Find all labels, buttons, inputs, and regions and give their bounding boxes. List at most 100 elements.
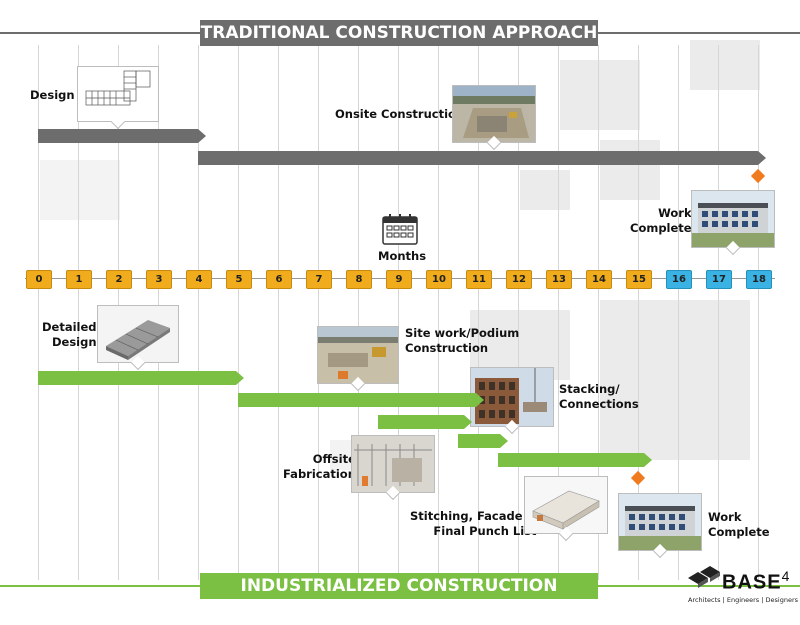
gridline <box>318 45 319 580</box>
factory-photo <box>352 436 434 492</box>
industrialized-bar-5 <box>498 453 652 467</box>
month-tick-1: 1 <box>66 270 92 289</box>
month-tick-9: 9 <box>386 270 412 289</box>
offsite-fabrication-label: Offsite Fabrication <box>283 452 356 482</box>
offsite-line-2: Fabrication <box>283 467 356 481</box>
offsite-fabrication-photo <box>351 435 435 493</box>
gridline <box>598 45 599 580</box>
month-tick-8: 8 <box>346 270 372 289</box>
completed-building-photo <box>619 494 701 550</box>
logo-superscript: 4 <box>781 568 791 584</box>
sitework-line-2: Construction <box>405 341 489 355</box>
gridline <box>238 45 239 580</box>
complete-line-1: Work <box>708 510 742 524</box>
gridline <box>758 45 759 580</box>
background-square <box>560 60 640 130</box>
stitching-line-2: Final Punch List <box>433 524 537 538</box>
stacking-line-1: Stacking/ <box>559 382 620 396</box>
background-square <box>520 170 570 210</box>
month-tick-11: 11 <box>466 270 492 289</box>
stitching-line-1: Stitching, Facade & <box>410 509 537 523</box>
month-tick-10: 10 <box>426 270 452 289</box>
stitching-image <box>524 476 608 534</box>
background-square <box>600 140 660 200</box>
gridline <box>518 45 519 580</box>
month-tick-3: 3 <box>146 270 172 289</box>
onsite-construction-photo <box>452 85 536 143</box>
background-square <box>40 160 120 220</box>
traditional-banner: TRADITIONAL CONSTRUCTION APPROACH <box>200 20 598 46</box>
logo-tagline: Architects | Engineers | Designers <box>688 596 799 604</box>
month-tick-14: 14 <box>586 270 612 289</box>
floor-plan-drawing <box>85 70 151 106</box>
detailed-design-line-1: Detailed <box>42 320 97 334</box>
podium-site-photo <box>318 327 398 383</box>
traditional-building-photo <box>691 190 775 248</box>
month-tick-7: 7 <box>306 270 332 289</box>
gridline <box>438 45 439 580</box>
industrialized-complete-label: Work Complete <box>708 510 770 540</box>
design-label: Design <box>30 88 75 102</box>
month-tick-16: 16 <box>666 270 692 289</box>
gridline <box>78 45 79 580</box>
traditional-bar-1 <box>38 129 206 143</box>
month-tick-12: 12 <box>506 270 532 289</box>
module-3d-render <box>98 306 178 362</box>
completed-building-photo <box>692 191 774 247</box>
stacking-line-2: Connections <box>559 397 639 411</box>
stacking-label: Stacking/ Connections <box>559 382 639 412</box>
month-tick-2: 2 <box>106 270 132 289</box>
background-square <box>690 40 760 90</box>
background-square <box>600 300 750 460</box>
logo-wordmark: BASE4 <box>722 568 790 595</box>
industrialized-bar-3 <box>378 415 472 429</box>
base4-logo: BASE4 Architects | Engineers | Designers <box>686 566 799 606</box>
logo-cube-icon <box>688 566 720 588</box>
excavation-site-photo <box>453 86 535 142</box>
calendar-icon <box>382 213 418 249</box>
month-tick-0: 0 <box>26 270 52 289</box>
sitework-line-1: Site work/Podium <box>405 326 520 340</box>
gridline <box>678 45 679 580</box>
sitework-photo <box>317 326 399 384</box>
complete-line-1: Work <box>658 206 692 220</box>
sitework-label: Site work/Podium Construction <box>405 326 519 356</box>
gridline <box>718 45 719 580</box>
industrialized-bar-4 <box>458 434 508 448</box>
detailed-design-label: Detailed Design <box>42 320 97 350</box>
industrialized-bar-1 <box>38 371 244 385</box>
stitching-label: Stitching, Facade & Final Punch List <box>410 509 537 539</box>
month-tick-17: 17 <box>706 270 732 289</box>
month-tick-15: 15 <box>626 270 652 289</box>
complete-line-2: Complete <box>708 525 770 539</box>
gridline <box>358 45 359 580</box>
industrialized-bar-2 <box>238 393 484 407</box>
module-design-image <box>97 305 179 363</box>
floor-plan-image <box>77 66 159 122</box>
gridline <box>478 45 479 580</box>
facade-render <box>525 477 607 533</box>
gridline <box>558 45 559 580</box>
month-tick-4: 4 <box>186 270 212 289</box>
month-tick-13: 13 <box>546 270 572 289</box>
logo-name: BASE <box>722 571 782 594</box>
gridline <box>38 45 39 580</box>
industrialized-building-photo <box>618 493 702 551</box>
onsite-construction-label: Onsite Construction <box>335 107 465 121</box>
traditional-complete-label: Work Complete <box>630 206 692 236</box>
industrialized-banner: INDUSTRIALIZED CONSTRUCTION APPROACH <box>200 573 598 622</box>
month-tick-18: 18 <box>746 270 772 289</box>
gridline <box>638 45 639 580</box>
month-tick-6: 6 <box>266 270 292 289</box>
gridline <box>198 45 199 580</box>
gridline <box>398 45 399 580</box>
gridline <box>278 45 279 580</box>
detailed-design-line-2: Design <box>51 335 97 349</box>
months-label: Months <box>378 249 427 263</box>
month-tick-5: 5 <box>226 270 252 289</box>
complete-line-2: Complete <box>630 221 692 235</box>
offsite-line-1: Offsite <box>312 452 356 466</box>
traditional-bar-2 <box>198 151 766 165</box>
